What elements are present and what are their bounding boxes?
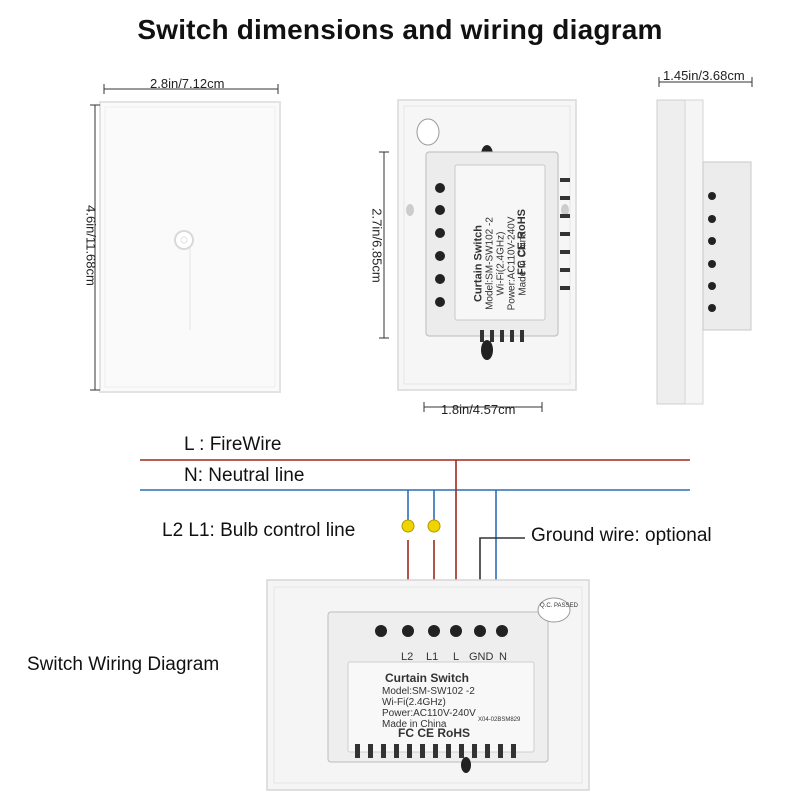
bulb-line-label: L2 L1: Bulb control line	[162, 520, 356, 541]
back-cert-marks: FC CE RoHS	[516, 209, 528, 275]
neutral-wire-label: N: Neutral line	[184, 465, 305, 486]
back-view	[397, 99, 577, 391]
qc-stamp	[537, 597, 571, 623]
module-batch: X04-02BSM829	[478, 717, 521, 723]
back-width-dimension	[423, 402, 543, 412]
back-height-dimension	[379, 151, 389, 339]
side-view	[656, 99, 752, 405]
terminal-label-gnd: GND	[469, 651, 494, 663]
front-height-label: 4.6in/11.68cm	[83, 205, 99, 286]
switch-wiring-diagram-label: Switch Wiring Diagram	[27, 654, 220, 675]
back-height-label: 2.7in/6.85cm	[369, 208, 385, 283]
terminal-label-l: L	[453, 651, 460, 663]
bulb-icons	[401, 519, 441, 533]
module-name: Curtain Switch	[385, 671, 470, 685]
front-width-label: 2.8in/7.12cm	[150, 76, 225, 91]
live-wire-label: L : FireWire	[184, 434, 282, 455]
back-width-label: 1.8in/4.57cm	[441, 402, 516, 417]
terminal-label-l1: L1	[426, 651, 439, 663]
side-depth-label: 1.45in/3.68cm	[663, 68, 745, 83]
ground-wire-label: Ground wire: optional	[531, 525, 712, 546]
module-cert-marks: FC CE RoHS	[398, 726, 470, 740]
qc-stamp-text: Q.C. PASSED	[540, 603, 578, 609]
terminal-label-n: N	[499, 651, 507, 663]
front-width-dimension	[103, 84, 279, 94]
page-title: Switch dimensions and wiring diagram	[137, 14, 663, 45]
bulb-icon	[427, 519, 441, 533]
front-view	[99, 101, 281, 393]
front-height-dimension	[90, 104, 100, 391]
wiring-switch-back	[266, 579, 590, 791]
terminal-label-l2: L2	[401, 651, 414, 663]
module-details: Model:SM-SW102 -2 Wi-Fi(2.4GHz) Power:AC…	[382, 686, 476, 730]
bulb-icon	[401, 519, 415, 533]
side-depth-dimension	[658, 77, 753, 87]
qc-stamp-small	[416, 118, 440, 146]
